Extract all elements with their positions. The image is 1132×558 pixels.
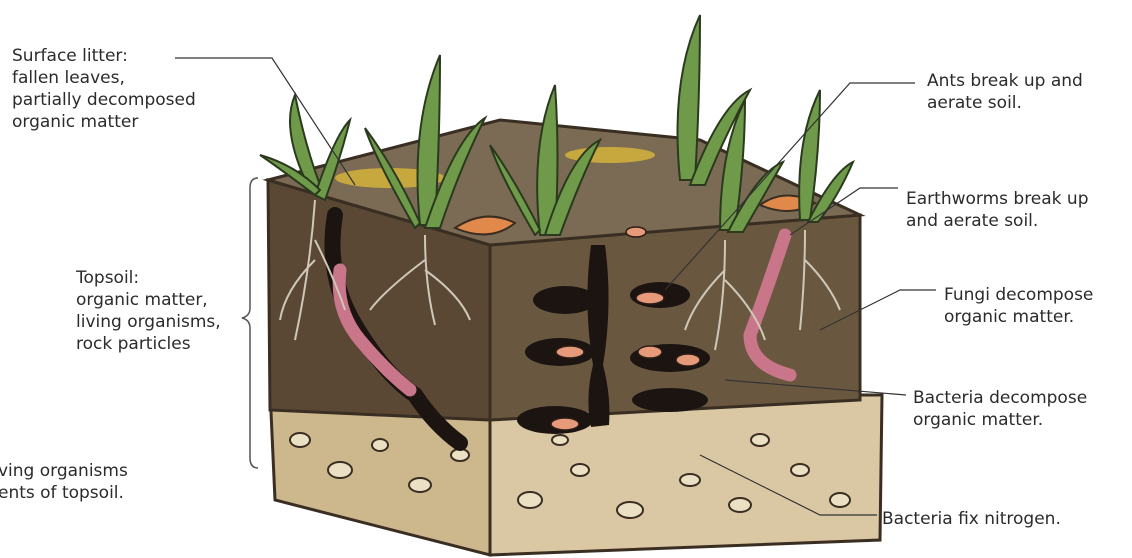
- bacteria-fix-label: Bacteria fix nitrogen.: [882, 508, 1061, 530]
- surface-litter-label: Surface litter: fallen leaves, partially…: [12, 45, 196, 133]
- caption-text: ving organisms ents of topsoil.: [0, 460, 128, 504]
- fungi-label: Fungi decompose organic matter.: [944, 284, 1093, 328]
- topsoil-bracket: [242, 178, 258, 468]
- topsoil-label: Topsoil: organic matter, living organism…: [76, 267, 221, 355]
- ants-label: Ants break up and aerate soil.: [927, 70, 1083, 114]
- earthworms-label: Earthworms break up and aerate soil.: [906, 188, 1089, 232]
- bacteria-decompose-label: Bacteria decompose organic matter.: [913, 387, 1087, 431]
